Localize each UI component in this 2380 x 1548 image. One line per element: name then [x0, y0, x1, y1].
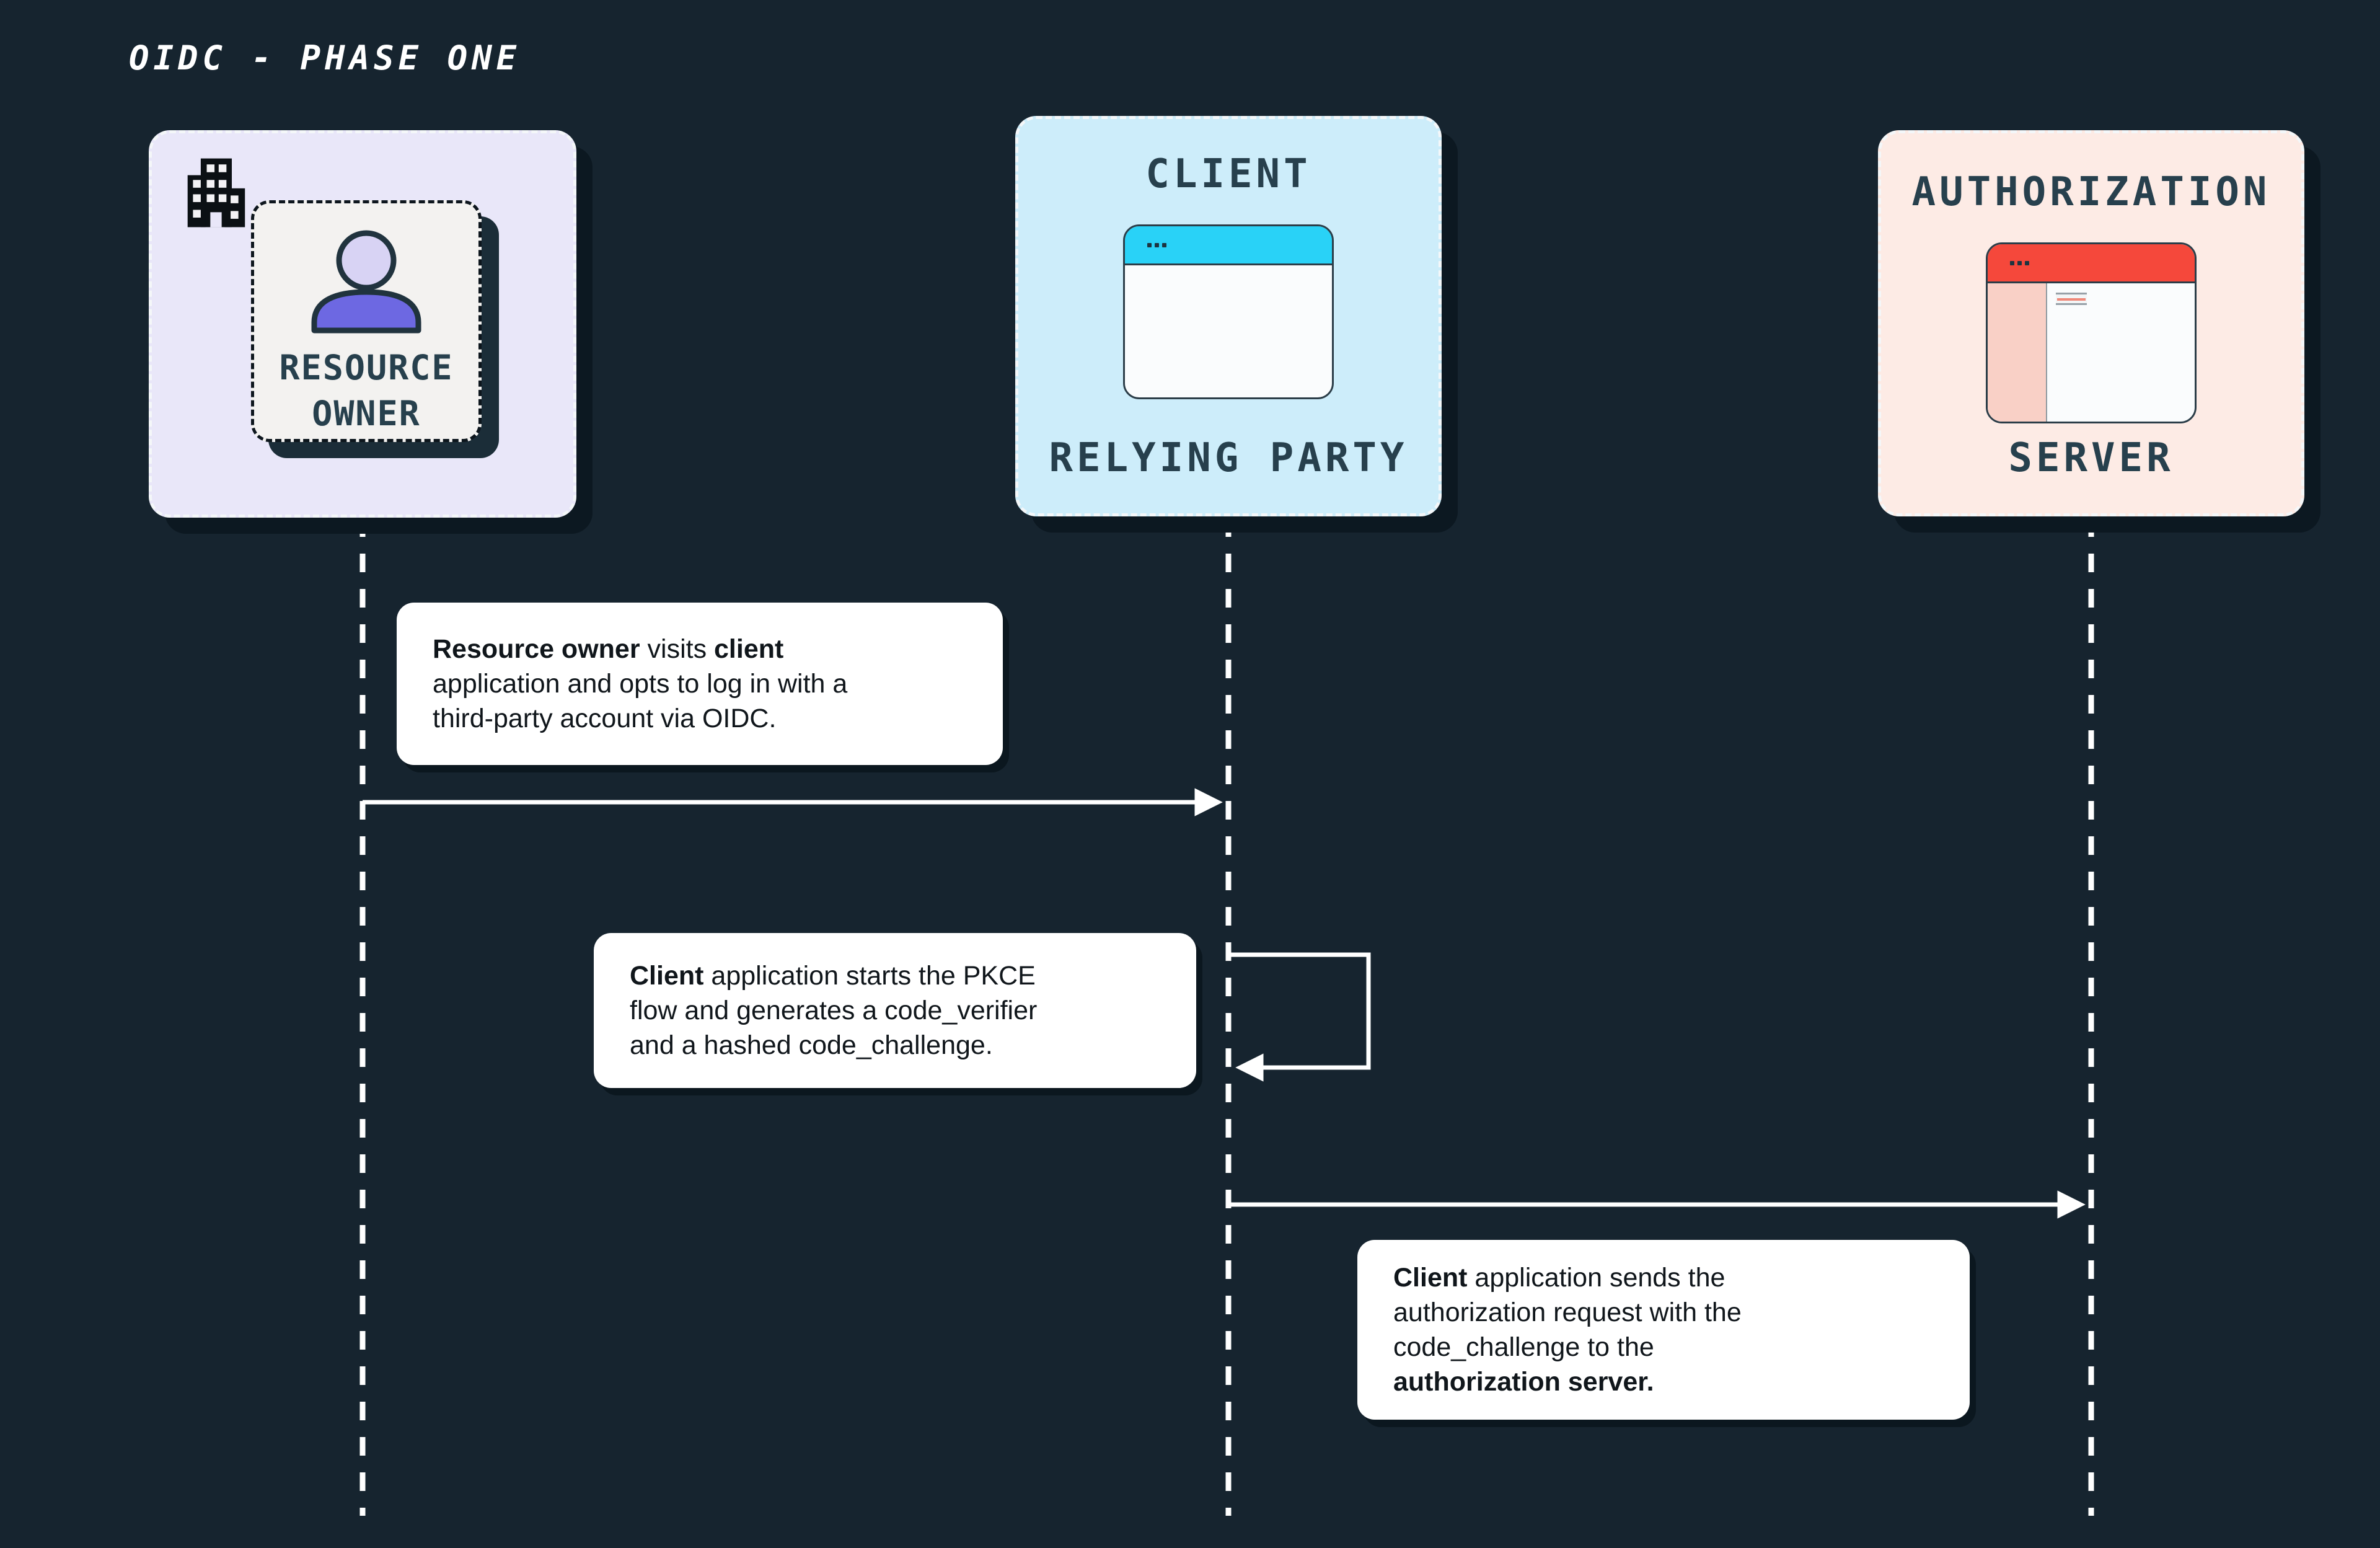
client-subtitle: RELYING PARTY [1049, 435, 1408, 481]
message-text-line: application and opts to log in with a [433, 669, 848, 699]
window-sidebar [1988, 283, 2047, 422]
message-2-label: Client application starts the PKCE flow a… [594, 933, 1196, 1088]
window-header [1988, 244, 2195, 283]
message-3-label: Client application sends the authorizatio… [1357, 1240, 1970, 1420]
message-text-line: authorization request with the [1393, 1298, 1742, 1327]
window-controls-dots [1147, 242, 1166, 247]
building-icon [187, 158, 245, 228]
message-text-line: code_challenge to the [1393, 1332, 1654, 1362]
diagram-title: OIDC - PHASE ONE [129, 38, 521, 77]
message-text-line: third-party account via OIDC. [433, 704, 777, 733]
message-text-line: authorization server. [1393, 1367, 1654, 1397]
message-text-line: Client application starts the PKCE [630, 961, 1036, 991]
actor-client-box: CLIENT RELYING PARTY [1015, 116, 1442, 516]
message-text-line: Client application sends the [1393, 1263, 1726, 1293]
window-list-widget-icon [2056, 293, 2087, 305]
browser-window-icon-red [1986, 242, 2197, 423]
authorization-server-title: AUTHORIZATION [1911, 169, 2271, 215]
browser-window-icon-cyan [1123, 224, 1334, 399]
client-self-loop-arrow [1231, 952, 1371, 1082]
client-title: CLIENT [1145, 151, 1311, 197]
person-icon [311, 230, 421, 334]
authorization-server-subtitle: SERVER [2008, 435, 2174, 481]
window-header [1125, 226, 1332, 265]
window-controls-dots [2010, 260, 2029, 265]
message-1-label: Resource owner visits client application … [397, 603, 1003, 765]
message-text-line: Resource owner visits client [433, 634, 784, 664]
message-text-line: and a hashed code_challenge. [630, 1030, 993, 1060]
actor-authorization-server-box: AUTHORIZATION SERVER [1878, 130, 2304, 516]
message-text-line: flow and generates a code_verifier [630, 996, 1038, 1025]
resource-owner-card: RESOURCE OWNER [251, 200, 482, 442]
resource-owner-label: RESOURCE OWNER [279, 348, 454, 434]
actor-resource-owner-box: RESOURCE OWNER [149, 130, 576, 518]
